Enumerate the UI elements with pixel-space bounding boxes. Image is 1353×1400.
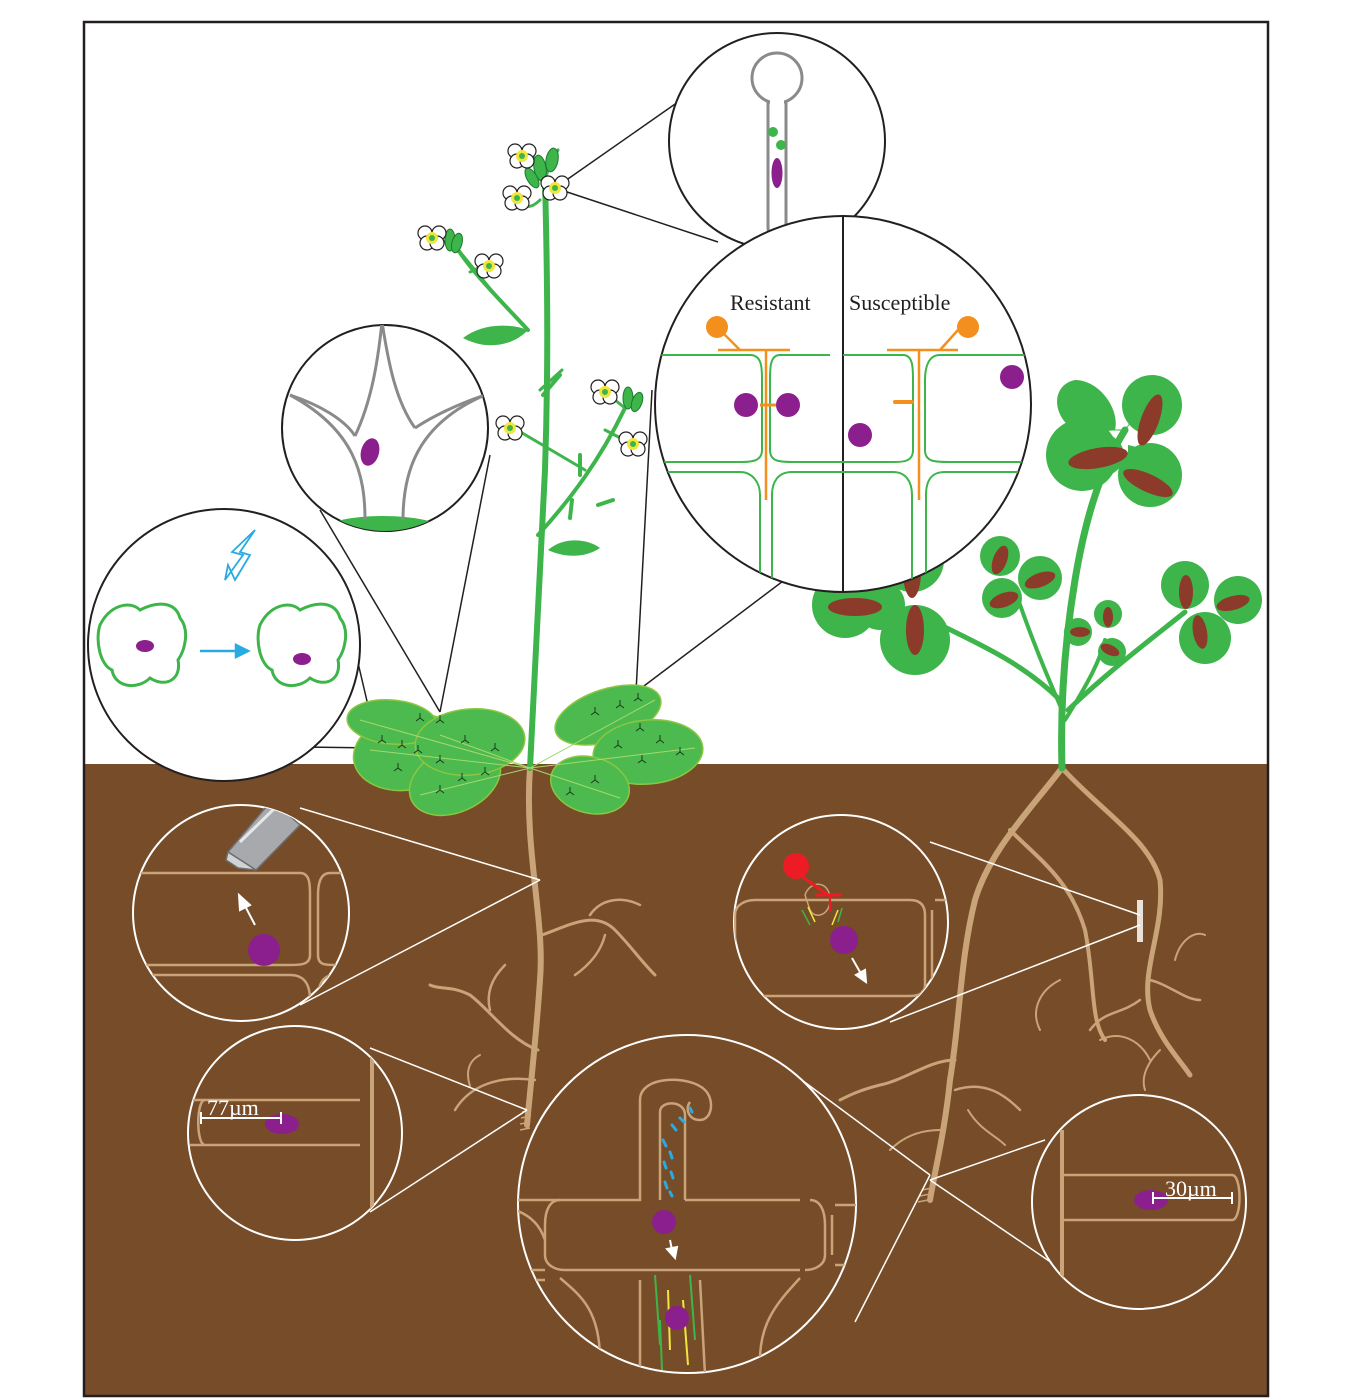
- callout-distance-30: 30µm: [1032, 1095, 1246, 1309]
- spore: [706, 316, 728, 338]
- callout-distance-77: 77µm: [188, 1026, 402, 1240]
- root-nodule-site: [1137, 900, 1143, 942]
- spore: [957, 316, 979, 338]
- label-resistant: Resistant: [730, 290, 811, 315]
- nucleus: [665, 1306, 689, 1330]
- label-susceptible: Susceptible: [849, 290, 950, 315]
- nucleus: [772, 158, 783, 188]
- label-30um: 30µm: [1165, 1176, 1217, 1201]
- nucleus: [1134, 1190, 1168, 1210]
- nucleus: [136, 640, 154, 652]
- callout-pathogen: [734, 815, 950, 1029]
- nucleus: [293, 653, 311, 665]
- nucleus: [776, 393, 800, 417]
- nucleus: [848, 423, 872, 447]
- nucleus: [1000, 365, 1024, 389]
- nucleus: [652, 1210, 676, 1234]
- pathogen-spore: [783, 853, 809, 879]
- nucleus: [248, 934, 280, 966]
- nucleus: [734, 393, 758, 417]
- nucleus: [830, 926, 858, 954]
- label-77um: 77µm: [207, 1095, 259, 1120]
- callout-light-movement: [88, 509, 360, 781]
